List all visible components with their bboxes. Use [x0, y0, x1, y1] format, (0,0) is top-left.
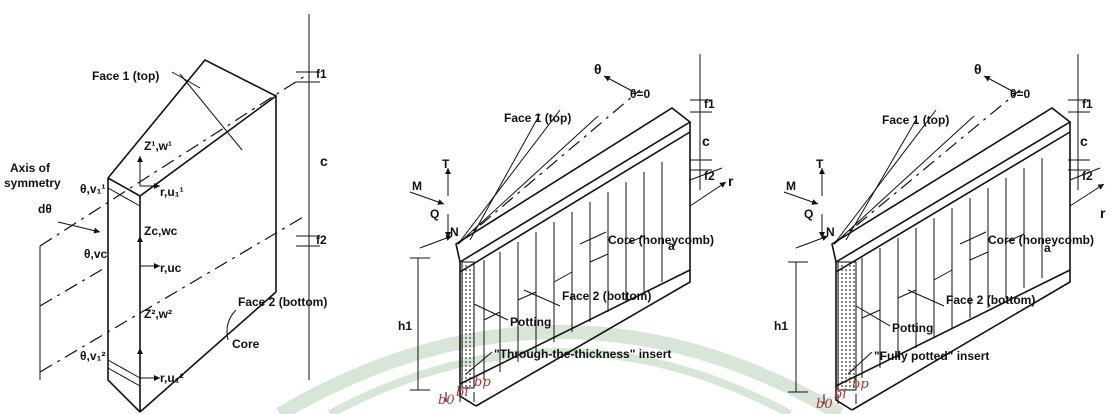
fig3-core-label: Core (honeycomb): [988, 233, 1094, 247]
fig2-N-label: N: [450, 225, 459, 239]
fig2-insert-label: "Through-the-thickness" insert: [494, 347, 671, 361]
fig2-r-label: r: [728, 173, 734, 189]
fig3-h1-label: h1: [774, 319, 788, 333]
fig3-f1-label: f1: [1082, 97, 1093, 111]
fig1-face1-label: Face 1 (top): [92, 69, 159, 83]
fig3-face1-label: Face 1 (top): [882, 113, 949, 127]
fig1-axis-label-1: Axis of: [10, 161, 51, 175]
fig1-core-label: Core: [232, 337, 260, 351]
fig1-axis-label-2: symmetry: [4, 176, 61, 190]
fig1-c-label: c: [320, 153, 328, 169]
fig3-insert-label: "Fully potted" insert: [874, 349, 989, 363]
fig2-face1-label: Face 1 (top): [504, 111, 571, 125]
fig1-theta-vc-label: θ,vc: [84, 247, 107, 261]
fig2-T-label: T: [442, 157, 450, 171]
fig1-theta-v2-label: θ,v₁²: [80, 349, 105, 363]
fig2-theta-label: θ: [594, 61, 602, 77]
fig2-c-label: c: [702, 133, 710, 149]
fig3-M-label: M: [786, 179, 796, 193]
fig1-z2w2-label: Z²,w²: [144, 307, 172, 321]
fig3-b0-label: b0: [816, 397, 833, 412]
fig2-core-label: Core (honeycomb): [608, 233, 714, 247]
fig2-b0-label: b0: [438, 393, 455, 408]
fig3-bp-label: bp: [852, 377, 869, 392]
fig2-theta0-label: θ=0: [630, 87, 650, 101]
fig3-T-label: T: [816, 157, 824, 171]
figure-3-fully-potted-insert: Face 1 (top) θ θ=0 f1 c f2 r a T M Q N C…: [774, 54, 1106, 412]
fig1-f1-label: f1: [316, 67, 327, 81]
fig1-r-uc-label: r,uc: [160, 261, 182, 275]
fig1-face2-label: Face 2 (bottom): [238, 295, 327, 309]
fig3-a-label: a: [1044, 241, 1051, 255]
fig1-r-u2-label: r,u₁²: [160, 371, 184, 385]
fig1-z1w1-label: Z¹,w¹: [144, 139, 172, 153]
fig3-r-label: r: [1100, 205, 1106, 221]
fig3-face2-label: Face 2 (bottom): [946, 293, 1035, 307]
fig2-face2-label: Face 2 (bottom): [562, 289, 651, 303]
fig2-Q-label: Q: [430, 207, 439, 221]
figure-1-sandwich-element: Face 1 (top) Axis of symmetry dθ f1 c f2…: [4, 14, 328, 413]
fig1-r-u1-label: r,u₁¹: [160, 185, 184, 199]
fig2-bi-label: bi: [456, 385, 468, 400]
fig3-potting-label: Potting: [892, 321, 933, 335]
fig2-potting-label: Potting: [510, 315, 551, 329]
fig1-f2-label: f2: [316, 233, 327, 247]
fig3-theta0-label: θ=0: [1010, 87, 1030, 101]
fig3-theta-label: θ: [974, 61, 982, 77]
fig3-c-label: c: [1080, 133, 1088, 149]
fig2-M-label: M: [412, 179, 422, 193]
fig3-N-label: N: [826, 225, 835, 239]
fig2-h1-label: h1: [398, 319, 412, 333]
fig2-f2-label: f2: [704, 169, 715, 183]
fig3-f2-label: f2: [1082, 169, 1093, 183]
fig1-dtheta-label: dθ: [38, 202, 52, 216]
fig1-theta-v1-label: θ,v₁¹: [80, 182, 105, 196]
figure-2-through-thickness-insert: Face 1 (top) θ θ=0 f1 c f2 r a T M Q N C…: [398, 54, 734, 408]
fig3-Q-label: Q: [804, 207, 813, 221]
fig2-f1-label: f1: [704, 97, 715, 111]
fig3-bi-label: bi: [834, 387, 846, 402]
watermark-seal: [276, 325, 844, 414]
fig2-a-label: a: [668, 239, 675, 253]
fig1-zc-wc-label: Zc,wc: [144, 224, 178, 238]
fig2-bp-label: bp: [474, 375, 491, 390]
